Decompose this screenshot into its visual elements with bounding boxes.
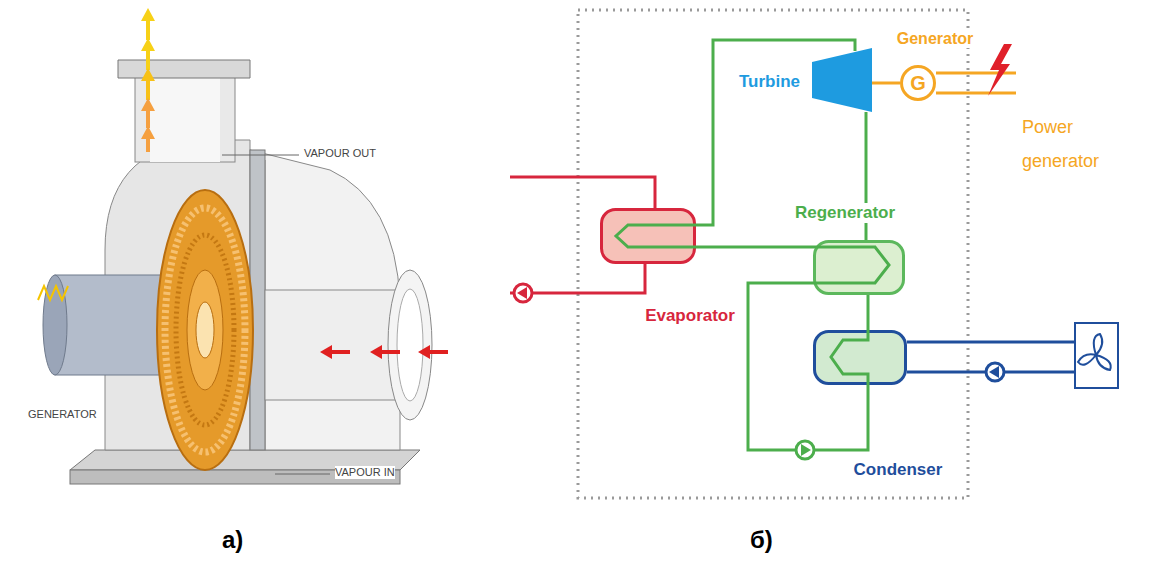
drawing-part xyxy=(135,72,235,162)
evaporator-box: Evaporator xyxy=(600,208,696,264)
regenerator-box: Regenerator xyxy=(813,240,905,295)
drawing-part xyxy=(157,190,253,470)
turbine-cutaway xyxy=(38,8,448,484)
drawing-part xyxy=(146,80,150,100)
part-label: GENERATOR xyxy=(28,408,97,421)
pump-symbol xyxy=(517,287,527,299)
node-label: Evaporator xyxy=(643,306,737,326)
orc-schematic xyxy=(510,10,1118,498)
drawing-part xyxy=(146,50,150,70)
leader-line xyxy=(222,155,299,156)
subfigure-label: а) xyxy=(222,526,243,555)
generator-symbol xyxy=(902,67,935,100)
cooling-fan xyxy=(1075,323,1118,388)
part-label: VAPOUR OUT xyxy=(304,147,376,160)
turbine-symbol xyxy=(812,48,872,112)
symbol-letter: G xyxy=(908,71,928,95)
pipe-connector xyxy=(696,246,813,249)
drawing-part xyxy=(150,78,220,162)
pump-symbol xyxy=(514,284,532,302)
drawing-part xyxy=(176,235,234,425)
drawing-part xyxy=(146,110,150,128)
power-wire xyxy=(936,73,1016,93)
pipe-connector xyxy=(867,295,870,330)
lightning-symbol xyxy=(988,44,1012,96)
drawing-part xyxy=(141,126,155,139)
output-label: Power generator xyxy=(1022,110,1132,178)
pump-symbol xyxy=(796,441,814,459)
evaporator-shape xyxy=(600,208,696,264)
leader-line xyxy=(275,474,330,475)
pump-symbol xyxy=(986,363,1004,381)
part-label: VAPOUR IN xyxy=(335,466,395,479)
drawing-part xyxy=(1096,355,1111,370)
node-label: Generator xyxy=(895,29,975,48)
drawing-part xyxy=(196,302,214,358)
condenser-shape xyxy=(813,330,907,385)
outlet-arrows xyxy=(141,8,155,152)
drawing-part xyxy=(141,98,155,111)
exchanger-outline xyxy=(815,242,904,294)
subfigure-label: б) xyxy=(750,526,773,555)
drawing-part xyxy=(141,38,155,51)
node-label: Regenerator xyxy=(793,203,897,223)
drawing-part xyxy=(388,270,432,420)
generator-box: GeneratorG xyxy=(900,65,936,101)
drawing-part xyxy=(418,345,430,359)
fan-blades xyxy=(1078,334,1111,370)
condenser-box: Condenser xyxy=(813,330,907,385)
pump-symbol xyxy=(989,366,999,378)
hot-source-line xyxy=(510,177,655,208)
drawing-part xyxy=(55,275,165,375)
drawing-part xyxy=(397,289,423,401)
pump-symbol xyxy=(801,444,811,456)
drawing-part xyxy=(187,270,223,390)
exchanger-coil xyxy=(616,225,696,247)
electric-symbol xyxy=(38,286,68,300)
node-label: Turbine xyxy=(737,72,802,92)
node-label: Condenser xyxy=(852,460,945,480)
regenerator-shape xyxy=(813,240,905,295)
drawing-part xyxy=(141,68,155,81)
drawing-part xyxy=(380,350,400,354)
pipe-connector xyxy=(872,82,900,85)
system-boundary xyxy=(578,10,968,498)
exchanger-coil xyxy=(831,330,868,385)
drawing-part xyxy=(370,345,382,359)
drawing-part xyxy=(320,345,332,359)
inlet-arrows xyxy=(320,345,448,359)
drawing-part xyxy=(146,20,150,40)
exchanger-coil xyxy=(813,247,889,283)
drawing-part xyxy=(330,350,350,354)
drawing-part xyxy=(118,60,250,78)
drawing-part xyxy=(165,208,245,452)
drawing-part xyxy=(146,138,150,152)
turbine-shape xyxy=(812,48,872,112)
drawing-part xyxy=(141,8,155,21)
drawing-part xyxy=(428,350,448,354)
drawing-part xyxy=(1094,334,1103,355)
turbine-box: Turbine xyxy=(812,48,872,112)
drawing-part xyxy=(1078,354,1096,364)
